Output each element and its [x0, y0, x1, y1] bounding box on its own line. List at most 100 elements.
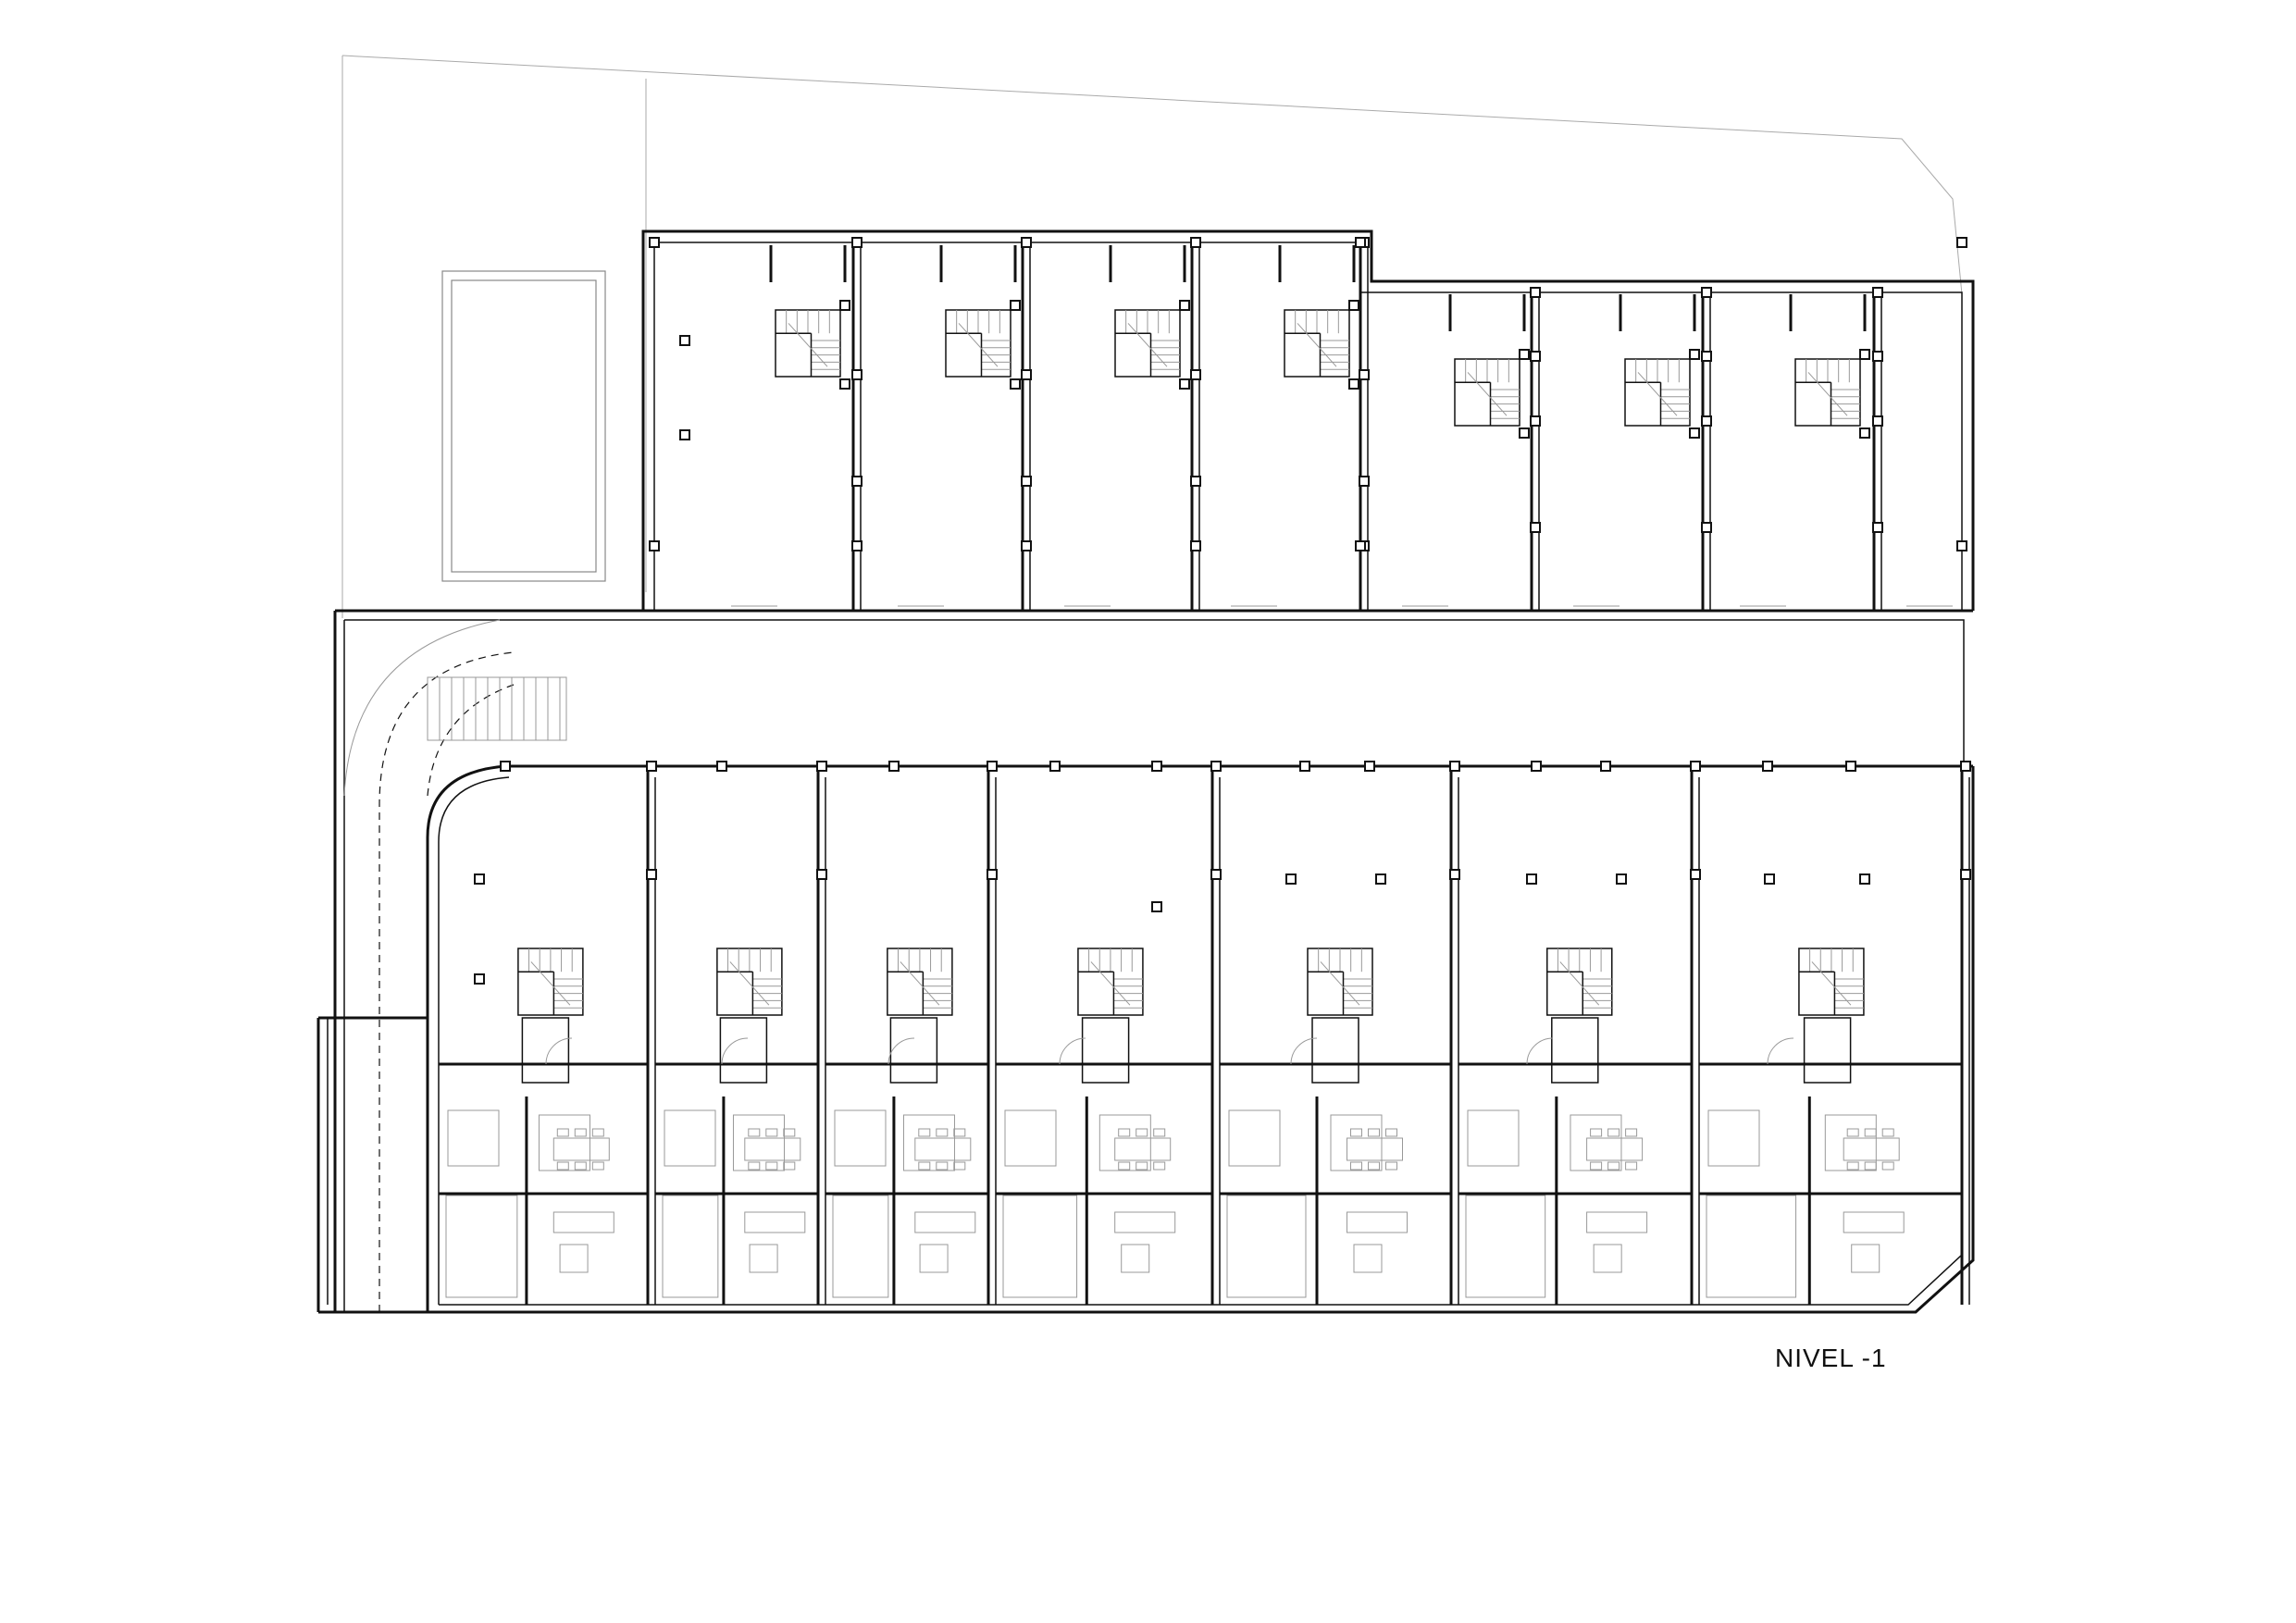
bed [447, 1109, 500, 1167]
chair [1607, 1128, 1620, 1137]
coffee-table [1593, 1244, 1622, 1273]
column [500, 761, 511, 772]
storage-room [445, 1195, 518, 1298]
dining-table [552, 1137, 610, 1161]
chair [1350, 1128, 1362, 1137]
ramp [343, 619, 515, 1312]
column [1616, 873, 1627, 885]
bed [1330, 1114, 1383, 1171]
column [1859, 427, 1870, 439]
bed [1228, 1109, 1281, 1167]
chair [1368, 1161, 1380, 1171]
column [1359, 476, 1370, 487]
door-swing [887, 1037, 915, 1065]
column [474, 873, 485, 885]
sofa [1586, 1211, 1648, 1233]
column [1690, 869, 1701, 880]
chair [1136, 1128, 1148, 1137]
bed [1570, 1114, 1622, 1171]
column [1872, 351, 1883, 362]
chair [1350, 1161, 1362, 1171]
chair [1153, 1161, 1166, 1171]
stair-arrow [1127, 323, 1168, 367]
column [851, 540, 863, 551]
level-label: NIVEL -1 [1775, 1344, 1887, 1372]
chair [748, 1161, 761, 1171]
column [1701, 287, 1712, 298]
column [1021, 237, 1032, 248]
dining-table [744, 1137, 801, 1161]
door-swing [1767, 1037, 1794, 1065]
dining-table [1586, 1137, 1644, 1161]
column [1179, 378, 1190, 390]
column [1762, 761, 1773, 772]
coffee-table [559, 1244, 589, 1273]
upper-storage-block [641, 229, 1975, 611]
column [1530, 415, 1541, 427]
chair [556, 1161, 569, 1171]
chair [918, 1128, 931, 1137]
column [716, 761, 727, 772]
chair [1590, 1161, 1603, 1171]
column [1872, 522, 1883, 533]
column [1600, 761, 1611, 772]
bathroom [719, 1017, 768, 1084]
stair [716, 948, 783, 1016]
stair-arrow [1467, 372, 1508, 416]
dwelling [439, 948, 648, 1305]
chair [591, 1128, 604, 1137]
column [1960, 761, 1971, 772]
column [1872, 415, 1883, 427]
chair [783, 1161, 796, 1171]
chair [1846, 1161, 1859, 1171]
column [1210, 869, 1222, 880]
stair [1284, 309, 1350, 378]
chair [556, 1128, 569, 1137]
column [1526, 873, 1537, 885]
column [1519, 427, 1530, 439]
stair-arrow [1637, 372, 1678, 416]
column [839, 300, 850, 311]
sofa [744, 1211, 806, 1233]
column [1010, 300, 1021, 311]
column [1956, 540, 1967, 551]
door-swing [1290, 1037, 1318, 1065]
column [1355, 237, 1366, 248]
bed [1467, 1109, 1520, 1167]
storage-room [1002, 1195, 1078, 1298]
column [1021, 540, 1032, 551]
column [1348, 300, 1359, 311]
column [1701, 351, 1712, 362]
column [1859, 349, 1870, 360]
access-corridor [333, 609, 1973, 1312]
column [888, 761, 900, 772]
stair-arrow [1807, 372, 1848, 416]
bathroom [1081, 1017, 1130, 1084]
column [649, 540, 660, 551]
column [1690, 761, 1701, 772]
column [839, 378, 850, 390]
column [1689, 349, 1700, 360]
column [649, 237, 660, 248]
column [1845, 761, 1856, 772]
stair [887, 948, 953, 1016]
column [679, 335, 690, 346]
column [1151, 761, 1162, 772]
bathroom [1551, 1017, 1599, 1084]
sofa [1843, 1211, 1905, 1233]
column [1531, 761, 1542, 772]
stair-arrow [729, 961, 770, 1006]
stair [1546, 948, 1613, 1016]
chair [783, 1128, 796, 1137]
chair [1153, 1128, 1166, 1137]
stair [1794, 358, 1861, 427]
stair [1454, 358, 1520, 427]
column [1375, 873, 1386, 885]
sofa [1114, 1211, 1176, 1233]
sofa [1347, 1211, 1408, 1233]
coffee-table [749, 1244, 778, 1273]
stair-arrow [788, 323, 828, 367]
dwelling [1458, 948, 1692, 1305]
column [851, 237, 863, 248]
stair [1307, 948, 1373, 1016]
